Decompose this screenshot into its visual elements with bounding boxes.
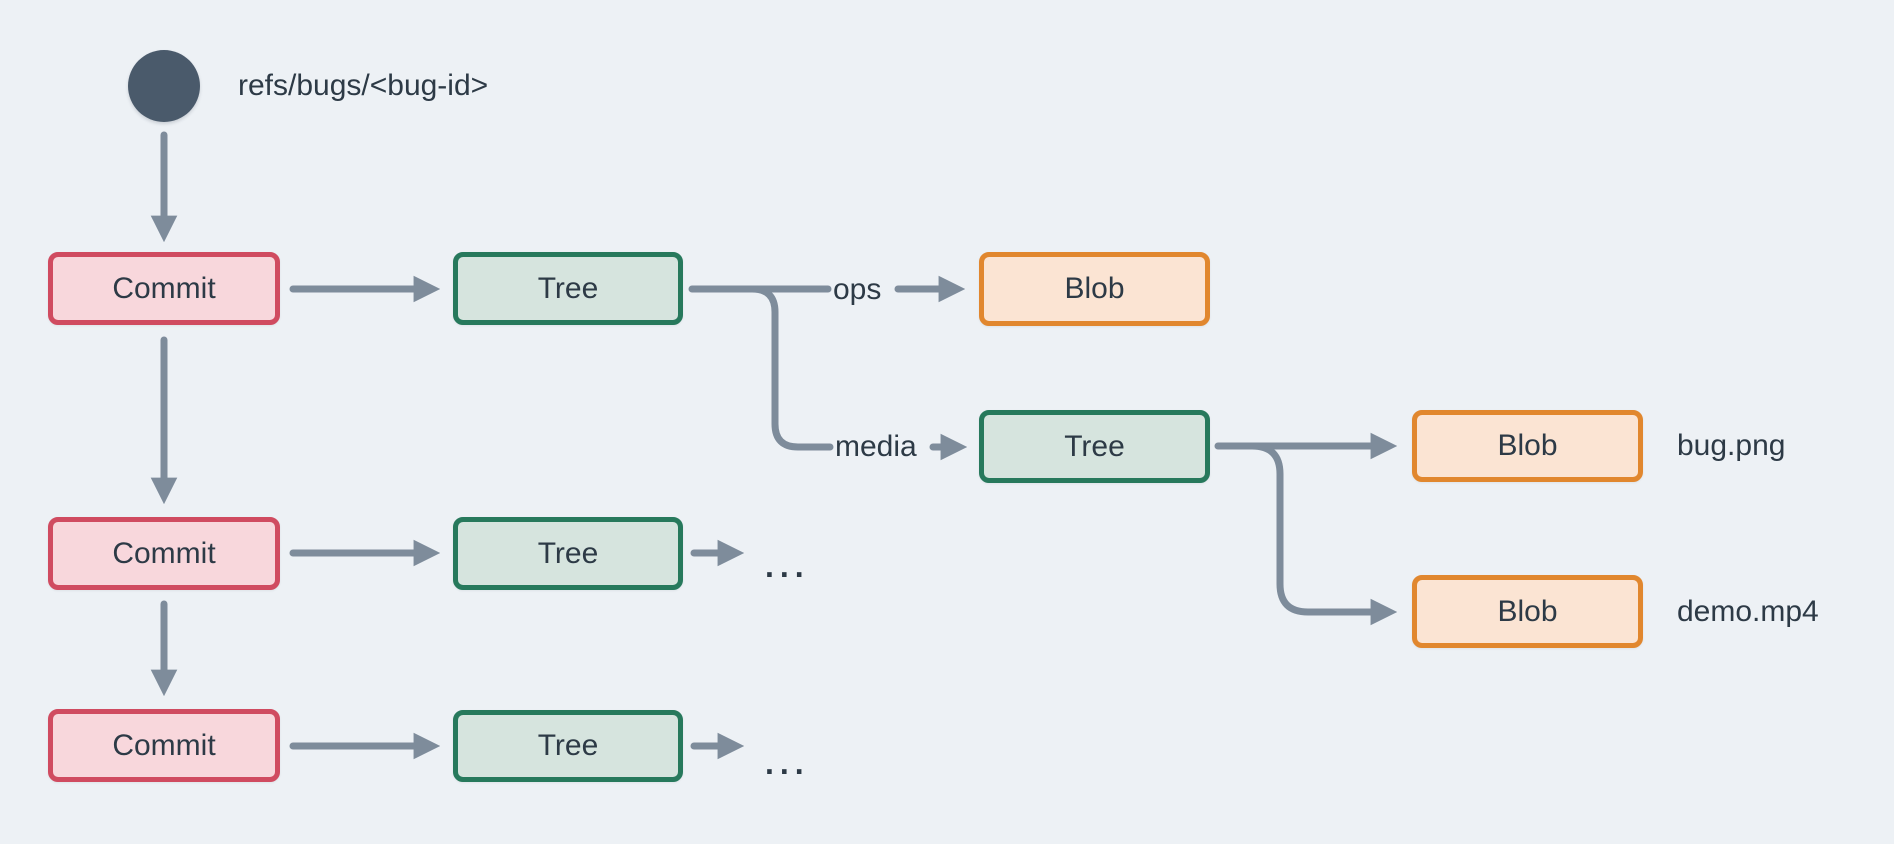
file-label-demo: demo.mp4	[1677, 595, 1819, 628]
blob-demo-node: Blob	[1412, 575, 1643, 648]
file-label-bug: bug.png	[1677, 429, 1786, 462]
ref-circle-icon	[128, 50, 200, 122]
tree-2-label: Tree	[537, 536, 599, 570]
edge-label-media: media	[835, 430, 917, 463]
tree-1-node: Tree	[453, 252, 683, 325]
tree-3-node: Tree	[453, 710, 683, 782]
tree-1-label: Tree	[537, 271, 599, 305]
edge-tree1-media-branch	[748, 285, 834, 451]
edge-mediatree-to-demoblob	[1248, 442, 1398, 626]
blob-bug-node: Blob	[1412, 410, 1643, 482]
tree-3-label: Tree	[537, 729, 599, 762]
edge-label-ops: ops	[833, 273, 882, 306]
ellipsis-row2: ...	[765, 548, 810, 584]
ref-label: refs/bugs/<bug-id>	[238, 69, 489, 102]
commit-3-node: Commit	[48, 709, 280, 782]
blob-demo-label: Blob	[1497, 594, 1558, 628]
tree-media-node: Tree	[979, 410, 1210, 483]
commit-1-label: Commit	[112, 271, 216, 305]
commit-3-label: Commit	[112, 728, 216, 762]
commit-2-label: Commit	[112, 536, 216, 570]
tree-media-label: Tree	[1064, 429, 1125, 463]
commit-1-node: Commit	[48, 252, 280, 325]
tree-2-node: Tree	[453, 517, 683, 590]
ellipsis-row3: ...	[765, 745, 810, 781]
blob-bug-label: Blob	[1497, 429, 1558, 462]
blob-ops-node: Blob	[979, 252, 1210, 326]
commit-2-node: Commit	[48, 517, 280, 590]
blob-ops-label: Blob	[1064, 272, 1125, 305]
